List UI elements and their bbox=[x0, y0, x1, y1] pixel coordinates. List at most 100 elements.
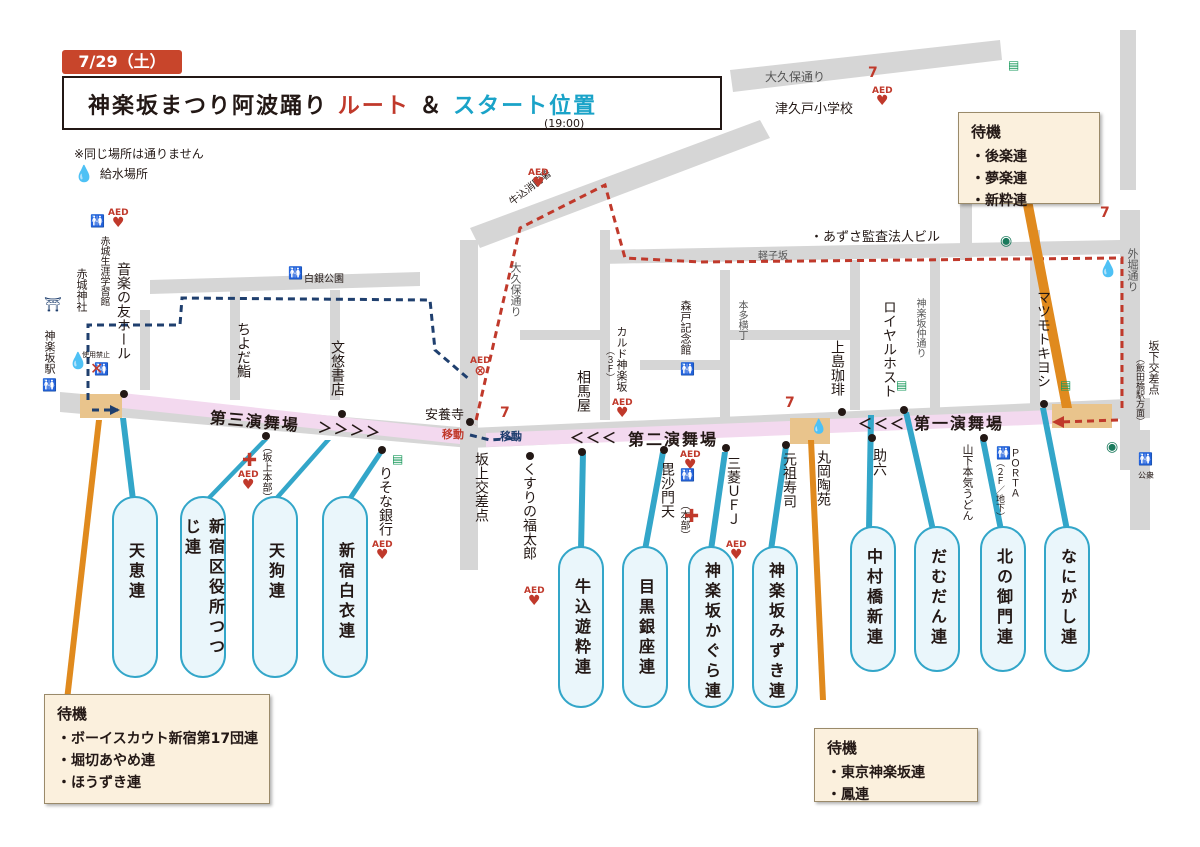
place-akagi-center: 赤城生涯学習館 bbox=[98, 236, 109, 306]
team-tengu: 天狗連 bbox=[252, 496, 298, 678]
place-kaldi: カルド神楽坂 bbox=[615, 326, 628, 392]
first-aid-icon: ✚ bbox=[684, 506, 700, 527]
waiting-leaders bbox=[64, 200, 1072, 700]
location-dot bbox=[120, 390, 128, 398]
location-dot bbox=[262, 432, 270, 440]
seven-eleven-icon: 7 bbox=[785, 395, 795, 411]
seven-eleven-icon: 7 bbox=[1100, 205, 1110, 221]
location-dot bbox=[526, 452, 534, 460]
aed-icon: AED♥ bbox=[524, 586, 545, 609]
title-start: スタート位置 bbox=[453, 94, 598, 119]
no-use-icon: ✕ bbox=[90, 359, 104, 378]
place-ueshima: 上島珈琲 bbox=[829, 340, 845, 396]
place-matsumoto: マツモトキヨシ bbox=[1035, 290, 1051, 388]
move-label-blue: 移動 bbox=[500, 430, 522, 443]
location-dot bbox=[838, 408, 846, 416]
water-legend: 💧 給水場所 bbox=[74, 164, 148, 183]
location-dot bbox=[338, 410, 346, 418]
team-leaders bbox=[120, 408, 1070, 550]
place-tsukudo-school: 津久戸小学校 bbox=[775, 102, 854, 117]
family-mart-icon: ▤ bbox=[1008, 58, 1020, 72]
aed-icon: AED♥ bbox=[872, 86, 893, 109]
place-porta: ＰＯＲＴＡ bbox=[1008, 448, 1019, 498]
place-bunyu-shoten: 文悠書店 bbox=[329, 340, 345, 396]
location-dot bbox=[578, 448, 586, 456]
toilet-icon: 🚻 bbox=[90, 214, 105, 228]
location-dot bbox=[466, 418, 474, 426]
place-bishamonten-hq: （本部） bbox=[678, 500, 689, 540]
street-honda-yokocho: 本多横丁 bbox=[736, 300, 747, 340]
stage-second-arrows: ＜＜＜ bbox=[570, 431, 618, 447]
sakagami-crossing: 坂上交差点 bbox=[473, 452, 489, 522]
place-kusuri-fukutaro: くすりの福太郎 bbox=[521, 462, 537, 560]
place-motoso-sushi: 元祖寿司 bbox=[781, 452, 797, 508]
location-dot bbox=[980, 434, 988, 442]
water-drop-icon: 💧 bbox=[1098, 259, 1118, 278]
date-badge: 7/29（土） bbox=[62, 50, 182, 74]
red-route bbox=[473, 182, 1124, 426]
place-ongaku-hall: 音楽の友ホール bbox=[115, 262, 131, 360]
title-main: 神楽坂まつり阿波踊り bbox=[88, 94, 329, 119]
toilet-icon: 🚻 bbox=[996, 446, 1011, 460]
place-shirogane-park: 白銀公園 bbox=[304, 274, 344, 285]
blue-route bbox=[86, 296, 521, 442]
location-dot bbox=[722, 444, 730, 452]
street-okubo-top: 大久保通り bbox=[765, 70, 826, 84]
toilet-icon: 🚻 bbox=[680, 468, 695, 482]
aed-icon: AED⊗ bbox=[470, 356, 491, 379]
toilet-icon: 🚻 bbox=[94, 362, 109, 376]
street-karuko: 軽子坂 bbox=[758, 251, 788, 262]
team-kita-no-mikado: 北の御門連 bbox=[980, 526, 1026, 672]
place-kaldi-floor: （３Ｆ） bbox=[604, 346, 614, 382]
family-mart-icon: ▤ bbox=[1060, 378, 1072, 392]
team-tenkei: 天恵連 bbox=[112, 496, 158, 678]
seven-eleven-icon: 7 bbox=[868, 65, 878, 81]
place-royal-host: ロイヤルホスト bbox=[881, 300, 897, 398]
title-route: ルート bbox=[337, 94, 410, 119]
iidabashi-direction: （飯田橋駅方面） bbox=[1134, 354, 1144, 426]
waiting-box-bottom-center: 待機 ・東京神楽坂連 ・鳳連 bbox=[814, 728, 978, 803]
place-sukeroku: 助六 bbox=[871, 448, 887, 476]
water-drop-icon: 💧 bbox=[810, 419, 828, 435]
stage-first-arrows: ＜＜＜ bbox=[858, 417, 906, 433]
street-sotobori: 外堀通り bbox=[1126, 248, 1139, 292]
location-dot bbox=[782, 441, 790, 449]
place-souma: 相馬屋 bbox=[575, 370, 591, 412]
waiting-title: 待機 bbox=[827, 739, 858, 757]
starbucks-icon: ◉ bbox=[1000, 233, 1013, 249]
team-kagurazaka-mizuki: 神楽坂みずき連 bbox=[752, 546, 798, 708]
family-mart-icon: ▤ bbox=[392, 452, 404, 466]
waiting-box-top-right: 待機 ・後楽連 ・夢楽連 ・新粋連 bbox=[958, 112, 1100, 209]
first-aid-icon: ✚ bbox=[242, 450, 258, 471]
place-bishamonten: 毘沙門天 bbox=[659, 462, 675, 518]
aed-icon: AED♥ bbox=[372, 540, 393, 563]
shrine-icon: ⛩ bbox=[44, 297, 62, 313]
stage-first-label: 第一演舞場 bbox=[914, 414, 1005, 433]
place-akagi-shrine: 赤城神社 bbox=[75, 268, 88, 312]
label-use-prohibited: 使用禁止 bbox=[82, 351, 110, 359]
waiting-title: 待機 bbox=[57, 705, 88, 723]
aed-icon: AED♥ bbox=[726, 540, 747, 563]
waiting-item: ・ほうずき連 bbox=[57, 775, 141, 791]
place-porta-floor: （２Ｆ／地下） bbox=[994, 458, 1004, 521]
place-morito: 森戸記念館 bbox=[679, 300, 692, 355]
toilet-icon: 🚻 bbox=[680, 362, 695, 376]
toilet-icon: 🚻 bbox=[1138, 452, 1153, 466]
stage-second-label: 第二演舞場 bbox=[628, 430, 719, 449]
sakashita-crossing: 坂下交差点 bbox=[1147, 340, 1160, 395]
waiting-item: ・夢楽連 bbox=[971, 171, 1027, 187]
waiting-box-bottom-left: 待機 ・ボーイスカウト新宿第17団連 ・堀切あやめ連 ・ほうずき連 bbox=[44, 694, 270, 804]
team-nanigashi: なにがし連 bbox=[1044, 526, 1090, 672]
aed-icon: AED♥ bbox=[528, 168, 549, 191]
place-resona: りそな銀行 bbox=[377, 466, 393, 536]
place-azusa-building: ・あずさ監査法人ビル bbox=[810, 230, 941, 245]
team-ushigome-yusui: 牛込遊粋連 bbox=[558, 546, 604, 708]
place-anyoji: 安養寺 bbox=[425, 408, 465, 423]
page-title: 神楽坂まつり阿波踊り ルート ＆ スタート位置 bbox=[88, 88, 597, 120]
waiting-item: ・鳳連 bbox=[827, 787, 869, 803]
aed-icon: AED♥ bbox=[238, 470, 259, 493]
move-label-red: 移動 bbox=[442, 428, 464, 441]
event-time: (19:00) bbox=[544, 117, 585, 130]
place-yamashita: 山下本気うどん bbox=[961, 444, 974, 521]
